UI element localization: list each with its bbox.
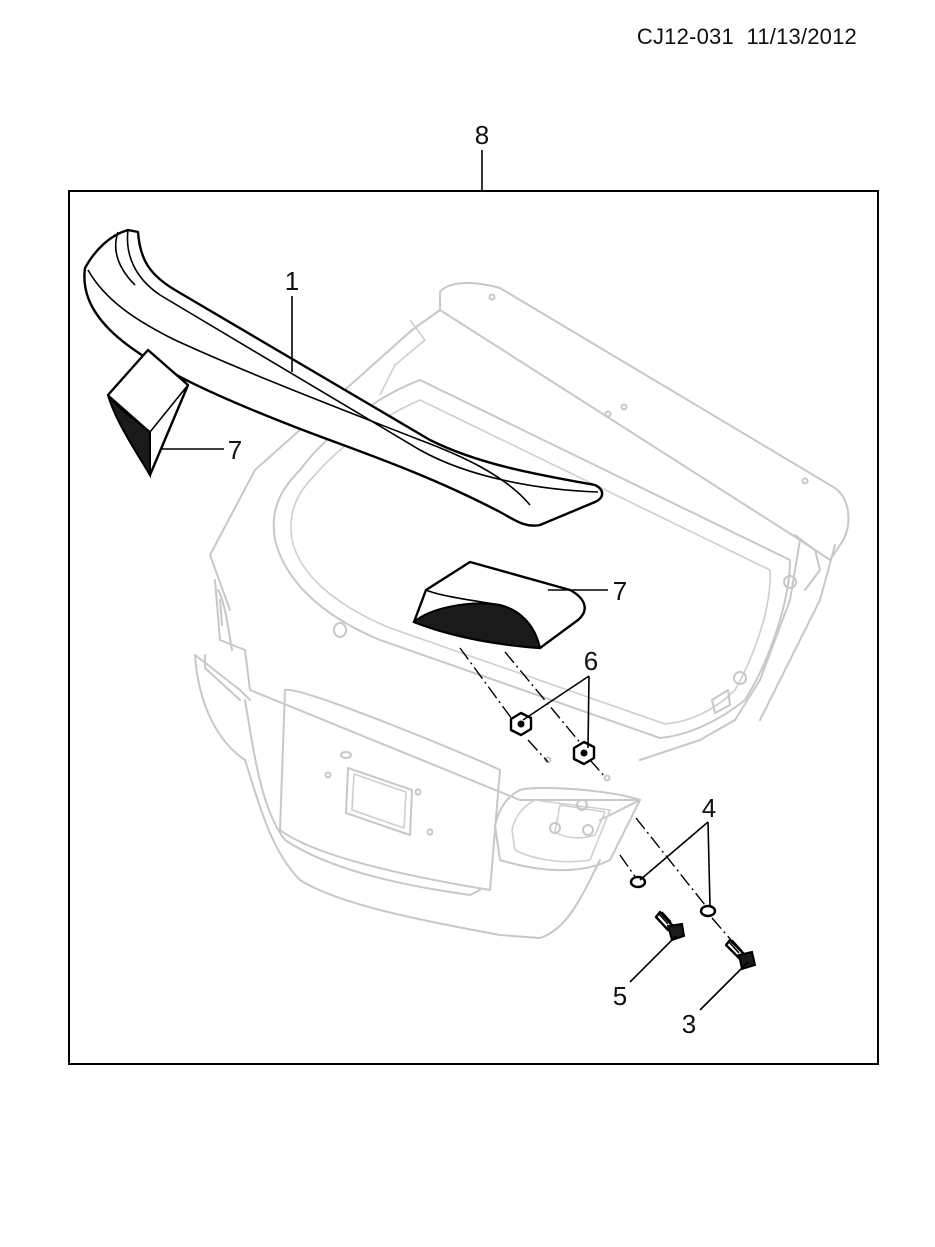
part-4-washers: [619, 817, 739, 949]
part-7-left-spoiler-end-cap: [106, 348, 190, 479]
part-7-center-spoiler-extension: [412, 560, 586, 650]
callout-8: 8: [475, 120, 489, 150]
kit-frame: [68, 190, 879, 1065]
callout-7-center: 7: [613, 576, 627, 606]
part-3-bolt: [724, 938, 757, 971]
part-6-nuts: [459, 647, 607, 779]
nut-right: [572, 740, 596, 766]
doc-date: 11/13/2012: [746, 24, 857, 49]
liftgate-ghost-outline: [194, 282, 850, 939]
doc-code: CJ12-031: [636, 24, 734, 49]
washer-right: [699, 904, 717, 918]
callout-3: 3: [682, 1009, 696, 1039]
callout-6: 6: [584, 646, 598, 676]
callout-1: 1: [285, 266, 299, 296]
callout-7-left: 7: [228, 435, 242, 465]
part-5-bolt: [654, 910, 686, 942]
callout-5: 5: [613, 981, 627, 1011]
callout-4: 4: [702, 793, 716, 823]
callout-leaders: [162, 296, 749, 1011]
document-header: CJ12-031 11/13/2012: [637, 24, 857, 50]
